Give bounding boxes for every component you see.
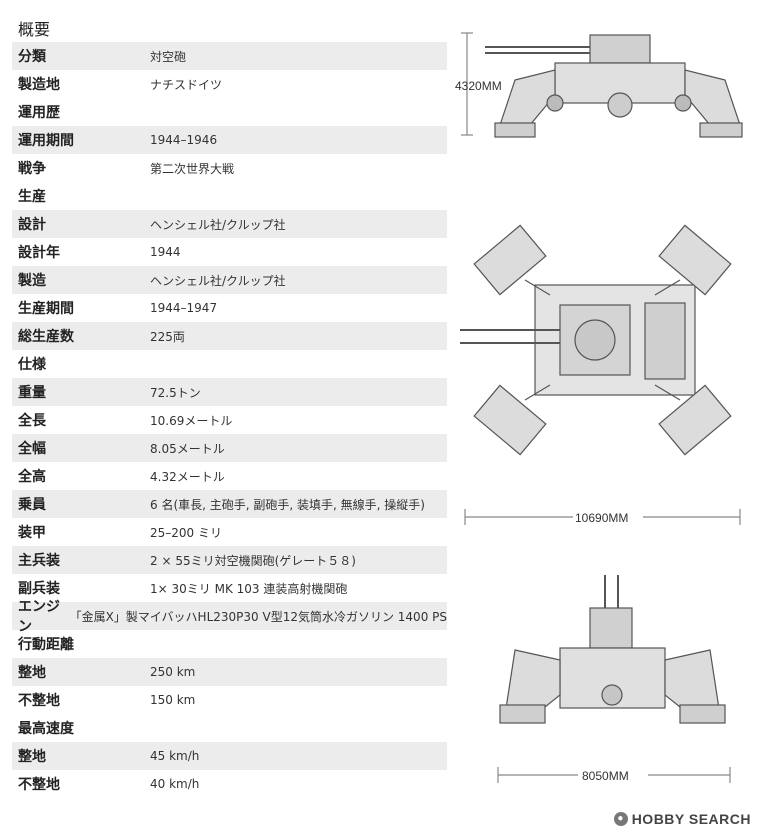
spec-row: 整地 250 km (12, 658, 447, 686)
spec-value: 25–200 ミリ (150, 525, 222, 540)
spec-key: 生産 (18, 189, 46, 205)
spec-key: 副兵装 (18, 581, 60, 597)
spec-key: 全幅 (18, 441, 46, 457)
spec-key: 不整地 (18, 777, 60, 793)
spec-row: 主兵装 2 × 55ミリ対空機関砲(ゲレート５８) (12, 546, 447, 574)
spec-key: 主兵装 (18, 553, 60, 569)
hobby-search-watermark: ● HOBBY SEARCH (613, 811, 751, 827)
spec-row: 運用期間 1944–1946 (12, 126, 447, 154)
spec-value: 4.32メートル (150, 469, 225, 484)
spec-key: 設計年 (18, 245, 60, 261)
spec-section-heading: 仕様 (12, 350, 447, 378)
spec-value: 6 名(車長, 主砲手, 副砲手, 装填手, 無線手, 操縦手) (150, 497, 425, 512)
spec-key: 整地 (18, 665, 46, 681)
spec-value: 40 km/h (150, 777, 200, 791)
watermark-text: HOBBY SEARCH (631, 811, 751, 827)
spec-key: 全高 (18, 469, 46, 485)
spec-key: 不整地 (18, 693, 60, 709)
spec-key: 製造地 (18, 77, 60, 93)
spec-value: 150 km (150, 693, 196, 707)
spec-key: 製造 (18, 273, 46, 289)
spec-row: 設計年 1944 (12, 238, 447, 266)
spec-row: 不整地 150 km (12, 686, 447, 714)
spec-value: ヘンシェル社/クルップ社 (150, 217, 286, 232)
side-view-drawing: 4320MM (455, 32, 743, 138)
spec-key: 最高速度 (18, 721, 74, 737)
spec-row: 不整地 40 km/h (12, 770, 447, 798)
spec-row: 整地 45 km/h (12, 742, 447, 770)
spec-value: ナチスドイツ (150, 77, 223, 92)
spec-row: 全高 4.32メートル (12, 462, 447, 490)
spec-key: 行動距離 (18, 637, 74, 653)
spec-value: 2 × 55ミリ対空機関砲(ゲレート５８) (150, 553, 356, 568)
height-dimension-label: 4320MM (455, 79, 502, 93)
spec-section-heading: 生産 (12, 182, 447, 210)
spec-row: 製造 ヘンシェル社/クルップ社 (12, 266, 447, 294)
spec-row: 全幅 8.05メートル (12, 434, 447, 462)
spec-key: エンジン (18, 599, 60, 635)
top-view-drawing: 10690MM (460, 224, 741, 525)
spec-value: 45 km/h (150, 749, 200, 763)
spec-key: 運用歴 (18, 105, 60, 121)
spec-row: 分類 対空砲 (12, 42, 447, 70)
spec-value: 8.05メートル (150, 441, 225, 456)
spec-row: 副兵装 1× 30ミリ MK 103 連装高射機関砲 (12, 574, 447, 602)
spec-row: 乗員 6 名(車長, 主砲手, 副砲手, 装填手, 無線手, 操縦手) (12, 490, 447, 518)
spec-value: 対空砲 (150, 49, 187, 64)
spec-key: 整地 (18, 749, 46, 765)
spec-row: 設計 ヘンシェル社/クルップ社 (12, 210, 447, 238)
spec-value: 10.69メートル (150, 413, 233, 428)
spec-value: 72.5トン (150, 385, 201, 400)
spec-section-heading: 行動距離 (12, 630, 447, 658)
spec-key: 生産期間 (18, 301, 74, 317)
hobby-search-logo-icon: ● (613, 812, 628, 826)
spec-key: 装甲 (18, 525, 46, 541)
spec-row: 装甲 25–200 ミリ (12, 518, 447, 546)
spec-section-heading: 運用歴 (12, 98, 447, 126)
spec-value: 1944–1947 (150, 301, 218, 315)
spec-value: 1× 30ミリ MK 103 連装高射機関砲 (150, 581, 348, 596)
width-dimension-label: 8050MM (582, 769, 629, 783)
spec-row: エンジン「金属X」製マイバッハHL230P30 V型12気筒水冷ガソリン 140… (12, 599, 447, 635)
length-dimension-label: 10690MM (575, 511, 628, 525)
spec-table: 概要分類 対空砲製造地 ナチスドイツ運用歴運用期間 1944–1946 戦争 第二次世界大… (12, 14, 447, 798)
spec-key: 重量 (18, 385, 46, 401)
spec-row: 総生産数 225両 (12, 322, 447, 350)
spec-key: 運用期間 (18, 133, 74, 149)
spec-value: 第二次世界大戦 (150, 161, 235, 176)
spec-key: 乗員 (18, 497, 46, 513)
spec-row: 戦争 第二次世界大戦 (12, 154, 447, 182)
spec-value: 250 km (150, 665, 196, 679)
spec-row: 製造地 ナチスドイツ (12, 70, 447, 98)
spec-row: 生産期間 1944–1947 (12, 294, 447, 322)
spec-value: ヘンシェル社/クルップ社 (150, 273, 286, 288)
spec-value: 225両 (150, 329, 185, 344)
spec-row: 重量 72.5トン (12, 378, 447, 406)
spec-title: 概要 (12, 14, 447, 42)
spec-value: 「金属X」製マイバッハHL230P30 V型12気筒水冷ガソリン 1400 PS (69, 609, 447, 624)
spec-title-text: 概要 (18, 20, 51, 39)
spec-value: 1944–1946 (150, 133, 218, 147)
spec-key: 仕様 (18, 357, 46, 373)
spec-key: 戦争 (18, 161, 46, 177)
spec-key: 分類 (18, 49, 46, 65)
spec-key: 総生産数 (18, 329, 74, 345)
spec-section-heading: 最高速度 (12, 714, 447, 742)
spec-row: 全長 10.69メートル (12, 406, 447, 434)
front-view-drawing: 8050MM (497, 575, 731, 784)
spec-value: 1944 (150, 245, 181, 259)
spec-key: 全長 (18, 413, 46, 429)
spec-key: 設計 (18, 217, 46, 233)
